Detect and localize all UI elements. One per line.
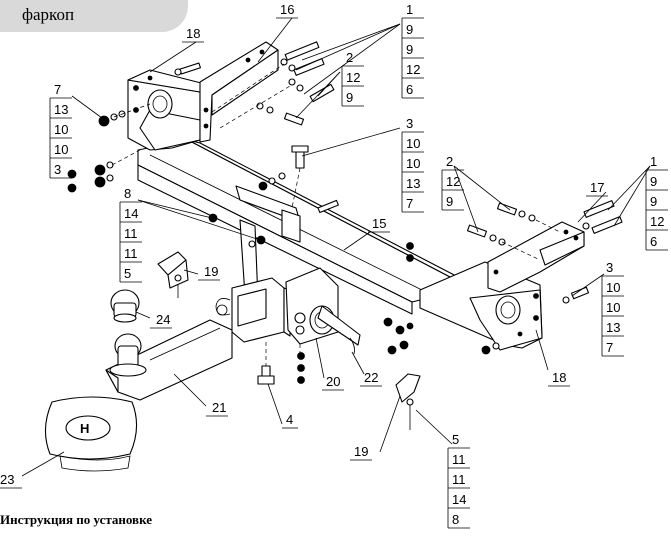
- stack-s1b-item-3: 12: [650, 214, 664, 229]
- hitch-cover: H: [44, 396, 138, 472]
- right-plate: [487, 221, 585, 293]
- fasteners-center: [208, 145, 414, 384]
- stack-s3b-item-2: 10: [606, 300, 620, 315]
- stack-s3a-item-1: 10: [406, 136, 420, 151]
- stack-s7-item-0: 7: [54, 82, 61, 97]
- callout-21: 21: [212, 400, 226, 415]
- stack-s8-item-3: 11: [124, 246, 138, 261]
- leader-lines: [21, 17, 651, 477]
- callout-20: 20: [326, 374, 340, 389]
- small-bracket-right: [395, 373, 421, 430]
- stack-s3a-item-0: 3: [406, 116, 413, 131]
- stack-s5-item-2: 11: [452, 472, 466, 487]
- small-bracket-left: [157, 251, 189, 298]
- stack-s3b-item-3: 13: [606, 320, 620, 335]
- stack-s3b-item-0: 3: [606, 260, 613, 275]
- stack-s2a-item-0: 2: [346, 50, 353, 65]
- stack-s1b-item-4: 6: [650, 234, 657, 249]
- left-plate: [199, 41, 279, 143]
- fasteners-top-center: [174, 41, 335, 129]
- stack-s2b-item-0: 2: [446, 154, 453, 169]
- callout-4: 4: [286, 412, 293, 427]
- callout-18-right: 18: [552, 370, 566, 385]
- callout-19-right: 19: [354, 444, 368, 459]
- stack-s3a-item-4: 7: [406, 196, 413, 211]
- callout-16: 16: [280, 2, 294, 17]
- stack-s5-item-0: 5: [452, 432, 459, 447]
- stack-s3a-item-3: 13: [406, 176, 420, 191]
- stack-s1b-item-2: 9: [650, 194, 657, 209]
- stacked-callouts: 1991262129713101033101013721291991268141…: [49, 2, 668, 529]
- stack-s7-item-4: 3: [54, 162, 61, 177]
- stack-s3b-item-4: 7: [606, 340, 613, 355]
- callout-19-left: 19: [204, 264, 218, 279]
- installation-caption: Инструкция по установке: [0, 512, 153, 527]
- tow-ball: [110, 289, 140, 323]
- stack-s3a-item-2: 10: [406, 156, 420, 171]
- callout-18-left: 18: [186, 26, 200, 41]
- stack-s7-item-1: 13: [54, 102, 68, 117]
- stack-s1b-item-0: 1: [650, 154, 657, 169]
- stack-s2b-item-2: 9: [446, 194, 453, 209]
- callout-24: 24: [156, 312, 170, 327]
- stack-s1b-item-1: 9: [650, 174, 657, 189]
- stack-s8-item-2: 11: [124, 226, 138, 241]
- left-bracket: [127, 69, 206, 151]
- stack-s1a-item-3: 12: [406, 62, 420, 77]
- stack-s1a-item-1: 9: [406, 22, 413, 37]
- stack-s2b-item-1: 12: [446, 174, 460, 189]
- stack-s5-item-3: 14: [452, 492, 466, 507]
- bolt-4: [257, 365, 275, 385]
- receiver-tube: [231, 277, 291, 343]
- tab-title: фаркоп: [22, 5, 75, 24]
- stack-s7-item-2: 10: [54, 122, 68, 137]
- clip: [215, 298, 231, 316]
- stack-s7-item-3: 10: [54, 142, 68, 157]
- stack-s1a-item-0: 1: [406, 2, 413, 17]
- socket-plate: [285, 267, 361, 355]
- fasteners-top-left: [67, 103, 151, 193]
- callout-23: 23: [0, 472, 14, 487]
- drawbar: [105, 319, 233, 401]
- stack-s8-item-4: 5: [124, 266, 131, 281]
- stack-s1a-item-4: 6: [406, 82, 413, 97]
- stack-s8-item-0: 8: [124, 186, 131, 201]
- callout-15: 15: [372, 216, 386, 231]
- callout-17: 17: [590, 180, 604, 195]
- center-bracket: [235, 185, 301, 301]
- hyundai-logo-letter: H: [80, 421, 89, 436]
- callout-22: 22: [364, 370, 378, 385]
- stack-s2a-item-2: 9: [346, 90, 353, 105]
- stack-s3b-item-1: 10: [606, 280, 620, 295]
- title-tab: фаркоп: [0, 0, 188, 32]
- fasteners-right: [383, 200, 623, 355]
- callouts: 16 18 17 15 19 24 21 20 22 4 18 19 23: [0, 2, 608, 489]
- stack-s8-item-1: 14: [124, 206, 138, 221]
- stack-s5-item-4: 8: [452, 512, 459, 527]
- stack-s1a-item-2: 9: [406, 42, 413, 57]
- stack-s2a-item-1: 12: [346, 70, 360, 85]
- stack-s5-item-1: 11: [452, 452, 466, 467]
